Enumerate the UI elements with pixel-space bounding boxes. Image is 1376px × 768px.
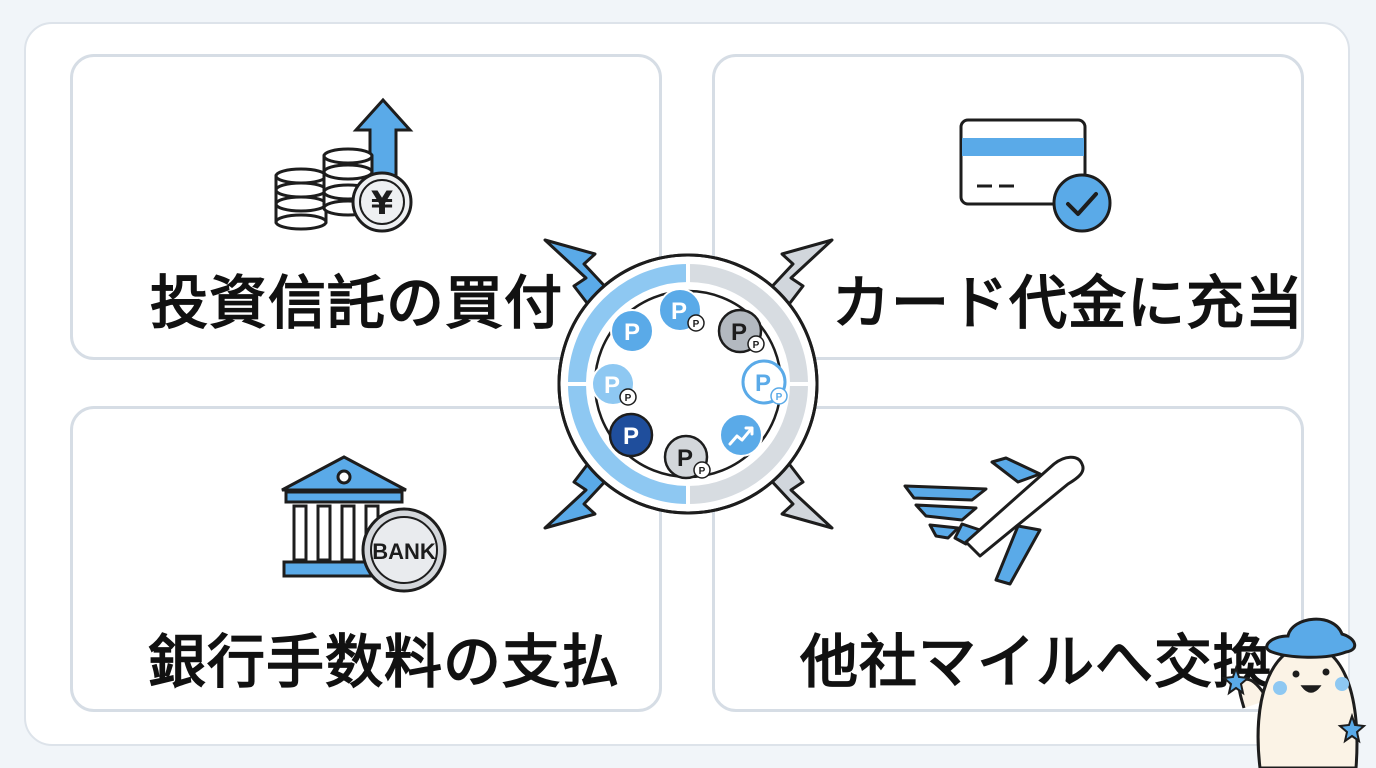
credit-card-check-icon: [959, 118, 1112, 233]
coin-letter: P: [755, 370, 771, 397]
coin-letter: P: [624, 319, 640, 346]
coin-letter: P: [731, 319, 747, 346]
airplane-icon: [903, 455, 1085, 586]
coin-letter: P: [604, 372, 620, 399]
mascot-character: [1237, 617, 1359, 768]
points-hub: P P P P P P P P P P P: [543, 238, 834, 530]
panel-card-payment: [712, 54, 1304, 360]
coin-small-letter: P: [753, 340, 760, 351]
coin-letter: P: [623, 423, 639, 450]
coin-letter: P: [671, 298, 687, 325]
star-icon: [1221, 664, 1251, 696]
bank-icon: [281, 455, 447, 593]
coin-small-letter: P: [776, 392, 783, 403]
star-icon: [1337, 712, 1367, 744]
point-coin-icon: [608, 412, 654, 458]
bank-coin-label: BANK: [372, 539, 436, 564]
coin-stack-yen-icon: [274, 97, 414, 233]
point-coin-icon: [610, 309, 654, 353]
coin-small-letter: P: [693, 319, 700, 330]
label-mile-exchange: 他社マイルへ交換: [800, 628, 1273, 696]
label-bank-fee: 銀行手数料の支払: [148, 628, 621, 696]
coin-small-letter: P: [699, 466, 706, 477]
yen-symbol: ¥: [371, 184, 393, 222]
label-card-payment: カード代金に充当: [832, 269, 1305, 337]
label-investment-trust: 投資信託の買付: [150, 269, 564, 337]
trend-up-icon: [719, 413, 763, 457]
coin-letter: P: [677, 445, 693, 472]
coin-small-letter: P: [625, 393, 632, 404]
